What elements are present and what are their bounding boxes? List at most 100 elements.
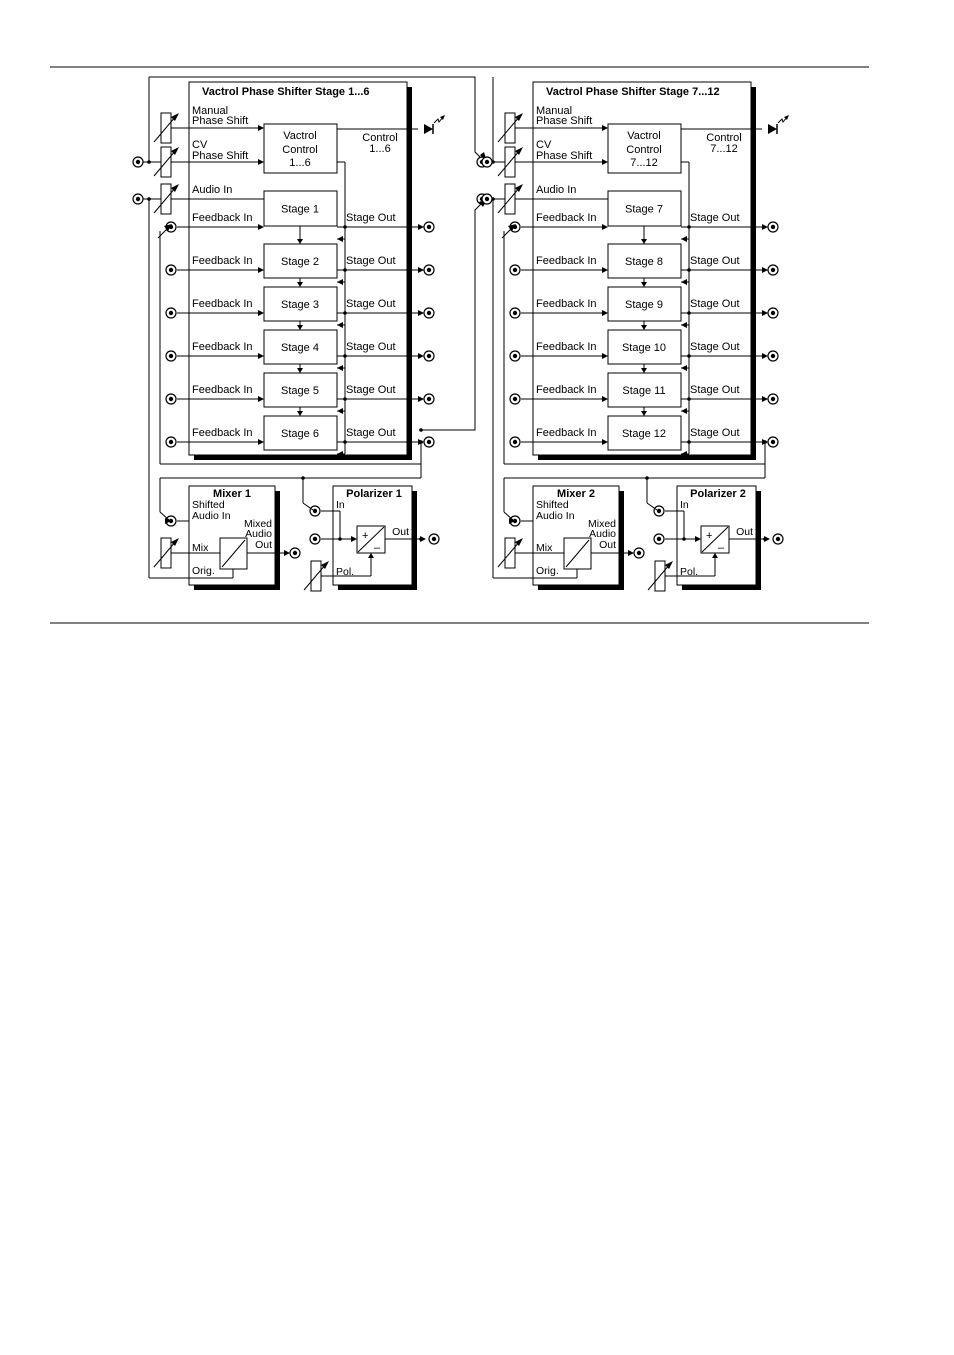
block-1-vactrol-label-2: Control: [282, 144, 317, 156]
block-1-vactrol-control-box: [263, 123, 338, 174]
block-2-feedback-arrow-icon-5: [602, 396, 608, 402]
block-2-bus-dot-2: [687, 268, 691, 272]
block-2-control-led-icon-ray: [777, 116, 788, 124]
block-1-feedback-in-label-4: Feedback In: [192, 341, 253, 353]
block-1-stage-out-label-6: Stage Out: [346, 427, 396, 439]
block-2-polarizer-title: Polarizer 2: [690, 488, 746, 500]
block-2-mixer-mix-pot-icon-arrow-shaft: [497, 540, 521, 568]
block-2-bus-arrow-icon-3: [681, 322, 687, 328]
block-1-mixer-out-jack-icon-center: [292, 550, 298, 556]
block-1-feedback-1-arrow-head: [164, 224, 172, 231]
block-1-stage-out-arrow-icon-3: [418, 310, 424, 316]
block-2-feedback-1-arrow-head: [508, 224, 516, 231]
block-1-polarizer-pol-label: Pol.: [336, 566, 354, 578]
block-2-polarizer-diag: [701, 526, 729, 553]
block-2-bus-dot-3: [687, 311, 691, 315]
block-1-manual-label-2: Phase Shift: [192, 115, 248, 127]
block-2-mixer-shifted-1: Shifted: [536, 499, 569, 511]
block-2-title: Vactrol Phase Shifter Stage 7...12: [546, 86, 720, 98]
block-2-stage6-out-dot: [763, 440, 767, 444]
block-2-stage-6-label: Stage 12: [622, 428, 666, 440]
block-1-manual-pot-icon-arrow-head: [171, 113, 179, 121]
block-2-polarizer-in-label: In: [680, 499, 689, 511]
block-2-cv-label-2: Phase Shift: [536, 150, 592, 162]
block-2-stage-out-label-3: Stage Out: [690, 298, 740, 310]
block-2-polarizer-pol-arrow-icon: [712, 553, 718, 558]
block-2-manual-arrow-icon: [602, 125, 608, 131]
block-2-polarizer-minus-icon: –: [718, 542, 725, 554]
block-2-polarizer-in-arrow-shaft: [646, 502, 658, 511]
block-1-mixer-shifted-2: Audio In: [192, 510, 231, 522]
block-2-stage-5-box: [607, 372, 682, 408]
block-1-polarizer-minus-icon: –: [374, 542, 381, 554]
block-1-mixer-shifted-1: Shifted: [192, 499, 225, 511]
block-1-audio-in-label: Audio In: [192, 184, 232, 196]
block-1-title: Vactrol Phase Shifter Stage 1...6: [202, 86, 370, 98]
block-2-audio-link-jack-icon-center: [484, 196, 490, 202]
block-2-chain-arrow-icon-2: [641, 282, 647, 287]
block-2-manual-label-2: Phase Shift: [536, 115, 592, 127]
block-1-feedback-arrow-icon-6: [258, 439, 264, 445]
block-2-audio-pot-icon-arrow-shaft: [497, 186, 521, 214]
block-1-audio-pot-icon-arrow-shaft: [153, 186, 177, 214]
block-2-polarizer-pol-label: Pol.: [680, 566, 698, 578]
block-1-cv-jack-icon-center: [135, 159, 141, 165]
block-2-cv-pot-icon-arrow-shaft: [497, 149, 521, 177]
block-2-bus-arrow-icon-6: [681, 451, 687, 457]
block-1-control-led-icon-ray-head: [440, 115, 445, 120]
block-1-chain-arrow-icon-2: [297, 282, 303, 287]
block-1-stage-out-arrow-icon-2: [418, 267, 424, 273]
block-2-stage-out-label-5: Stage Out: [690, 384, 740, 396]
block-1-control-led-icon: [424, 124, 433, 134]
block-1-stage-out-label-2: Stage Out: [346, 255, 396, 267]
block-2-control-out-label-2: 7...12: [710, 143, 738, 155]
block-1-polarizer-out-arrow-icon: [420, 536, 426, 542]
block-2-audio-in-label: Audio In: [536, 184, 576, 196]
block-2-bus-arrow-icon-1: [681, 236, 687, 242]
block-1-bus-dot-6: [343, 440, 347, 444]
block-2-stage-5-label: Stage 11: [622, 385, 665, 397]
block-1-manual-arrow-icon: [258, 125, 264, 131]
block-1-feedback-arrow-icon-2: [258, 267, 264, 273]
block-2-bus-arrow-icon-2: [681, 279, 687, 285]
block-2-bus-dot-5: [687, 397, 691, 401]
block-2-chain-arrow-icon-1: [641, 239, 647, 244]
block-1-stage-out-arrow-icon-1: [418, 224, 424, 230]
block-2-feedback-jack-icon-5-center: [512, 396, 518, 402]
block-1-manual-label-1: Manual: [192, 105, 228, 117]
block-2-stage-out-jack-icon-6-center: [770, 439, 776, 445]
block-1-cv-label-1: CV: [192, 139, 208, 151]
block-1-stage-5-label: Stage 5: [281, 385, 319, 397]
block-1-mixer-mixed-1: Mixed: [244, 518, 272, 530]
block-1-polarizer-in-arrow-shaft: [302, 502, 314, 511]
block-2-cv-label-1: CV: [536, 139, 552, 151]
block-1-vactrol-label-1: Vactrol: [283, 130, 316, 142]
block-1-feedback-arrow-icon-1: [258, 224, 264, 230]
block-1-stage-4-box: [263, 329, 338, 365]
block-1-stage-1-box: [263, 190, 338, 227]
block-2-mixer-orig-label: Orig.: [536, 565, 559, 577]
block-1-feedback-in-label-5: Feedback In: [192, 384, 253, 396]
block-2-polarizer-out-jack-icon-center: [775, 536, 781, 542]
block-2-mixer-mixed-2: Audio: [589, 528, 616, 540]
block-1-stage-out-jack-icon-3-center: [426, 310, 432, 316]
block-1-control-out-label-1: Control: [362, 132, 397, 144]
block-1-stage-out-jack-icon-5-center: [426, 396, 432, 402]
block-2-polarizer-sum-dot: [682, 537, 686, 541]
block-1-bus-dot-4: [343, 354, 347, 358]
block-2-mixer-out-jack-icon-center: [636, 550, 642, 556]
block-2-control-led-icon: [768, 124, 777, 134]
block-2-feedback-in-label-5: Feedback In: [536, 384, 597, 396]
block-2-mixer-mix-label: Mix: [536, 542, 553, 554]
block-2-feedback-arrow-icon-4: [602, 353, 608, 359]
block-2-stage-4-label: Stage 10: [622, 342, 666, 354]
block-2-manual-pot-icon-arrow-shaft: [497, 115, 521, 143]
block-2-stage-out-arrow-icon-2: [762, 267, 768, 273]
block-2-mixer-out-arrow-icon: [628, 550, 634, 556]
block-1-cv-junction: [147, 160, 151, 164]
block-2-bus-dot-1: [687, 225, 691, 229]
block-2-stage-out-jack-icon-1-center: [770, 224, 776, 230]
audio-link-dot: [419, 428, 423, 432]
block-1-feedback-in-label-6: Feedback In: [192, 427, 253, 439]
